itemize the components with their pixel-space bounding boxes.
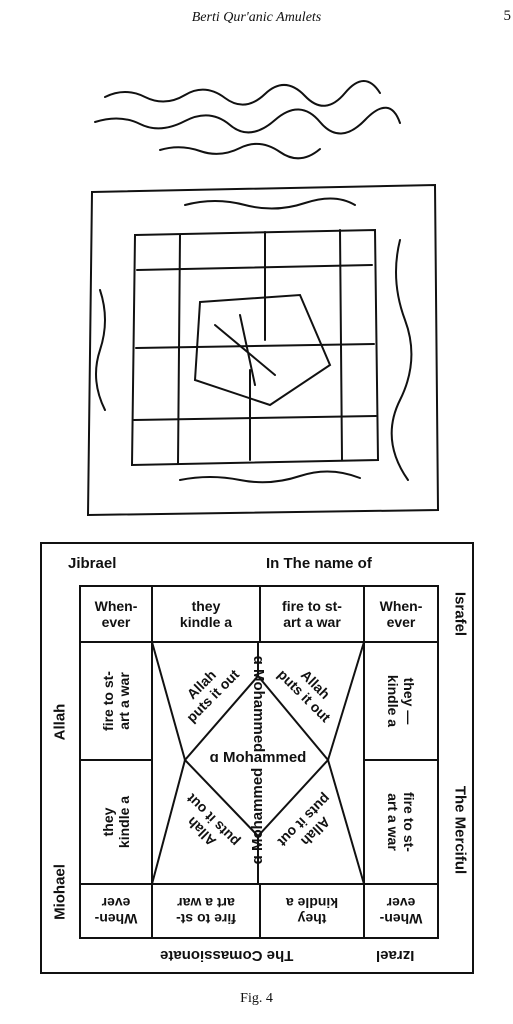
figure-caption: Fig. 4 [240, 991, 273, 1006]
cell-right-2: fire to st- art a war [385, 792, 417, 852]
page-number: 5 [503, 8, 512, 24]
cell-left-2: they kindle a [100, 795, 132, 849]
diamond-center-horizontal: ɑ Mohammed [209, 749, 307, 766]
diamond-center-vertical-bottom: ɑ Mohammed [249, 767, 266, 865]
diamond-center-vertical-top: ɑ Mohammed [250, 655, 267, 753]
arabic-amulet-drawing [86, 80, 440, 517]
cell-bottom-3: they kindle a [285, 895, 339, 927]
cell-bottom-1: When- ever [94, 895, 138, 927]
cell-left-1: fire to st- art a war [100, 671, 132, 731]
cell-bottom-2: fire to st- art a war [176, 895, 236, 927]
translated-amulet-diagram: Jibrael In The name of Israfel The Merci… [40, 542, 474, 974]
cell-top-3: fire to st- art a war [282, 598, 342, 630]
frame-top-right: In The name of [266, 555, 372, 572]
grid-lines [79, 585, 439, 939]
cell-top-1: When- ever [94, 598, 138, 630]
cell-top-2: they kindle a [179, 598, 233, 630]
cell-top-4: When- ever [379, 598, 423, 630]
cell-right-1: they — kindle a [385, 674, 417, 728]
cell-bottom-4: When- ever [379, 895, 423, 927]
frame-top-left: Jibrael [68, 555, 117, 572]
running-head: Berti Qur'anic Amulets [191, 10, 322, 25]
